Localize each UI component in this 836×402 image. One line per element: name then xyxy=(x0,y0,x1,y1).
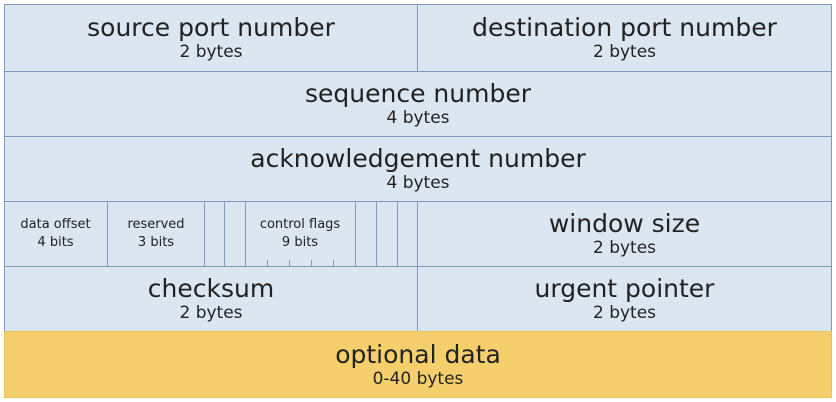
window-size-field: window size 2 bytes xyxy=(417,201,832,267)
reserved-divider xyxy=(204,201,205,267)
flag-bit-divider xyxy=(224,201,225,267)
sequence-number-field: sequence number 4 bytes xyxy=(4,71,832,137)
destination-port-label: destination port number xyxy=(472,13,777,42)
flag-tick xyxy=(333,260,334,267)
destination-port-size: 2 bytes xyxy=(592,42,657,62)
sequence-number-size: 4 bytes xyxy=(386,108,450,128)
flag-tick xyxy=(311,260,312,267)
flag-bit-divider xyxy=(355,201,356,267)
window-size-size: 2 bytes xyxy=(592,238,657,258)
optional-data-field: optional data 0-40 bytes xyxy=(4,331,832,398)
optional-data-size: 0-40 bytes xyxy=(372,368,464,389)
flag-tick xyxy=(267,260,268,267)
data-offset-field: data offset 4 bits xyxy=(4,201,108,267)
window-size-label: window size xyxy=(548,209,701,238)
urgent-pointer-label: urgent pointer xyxy=(534,274,715,303)
flag-bit-divider xyxy=(245,201,246,267)
flag-bit-divider xyxy=(397,201,398,267)
source-port-size: 2 bytes xyxy=(179,42,243,62)
data-offset-label: data offset xyxy=(20,217,91,232)
flag-tick xyxy=(289,260,290,267)
reserved-label: reserved xyxy=(127,217,185,232)
source-port-field: source port number 2 bytes xyxy=(4,4,418,72)
urgent-pointer-field: urgent pointer 2 bytes xyxy=(417,266,832,332)
checksum-field: checksum 2 bytes xyxy=(4,266,418,332)
reserved-size: 3 bits xyxy=(137,235,175,250)
destination-port-field: destination port number 2 bytes xyxy=(417,4,832,72)
optional-data-label: optional data xyxy=(335,339,501,369)
control-flags-field: control flags 9 bits xyxy=(245,201,355,267)
acknowledgement-number-size: 4 bytes xyxy=(386,173,450,193)
acknowledgement-number-label: acknowledgement number xyxy=(250,144,586,173)
acknowledgement-number-field: acknowledgement number 4 bytes xyxy=(4,136,832,202)
checksum-size: 2 bytes xyxy=(179,303,243,323)
control-flags-label: control flags xyxy=(259,217,341,232)
flags-region xyxy=(4,201,418,267)
sequence-number-label: sequence number xyxy=(305,79,531,108)
control-flags-size: 9 bits xyxy=(281,235,319,250)
data-offset-size: 4 bits xyxy=(37,235,74,250)
source-port-label: source port number xyxy=(87,13,335,42)
checksum-label: checksum xyxy=(147,274,275,303)
tcp-header-diagram: source port number 2 bytes destination p… xyxy=(4,4,832,398)
flag-bit-divider xyxy=(376,201,377,267)
reserved-field: reserved 3 bits xyxy=(108,201,204,267)
urgent-pointer-size: 2 bytes xyxy=(592,303,657,323)
